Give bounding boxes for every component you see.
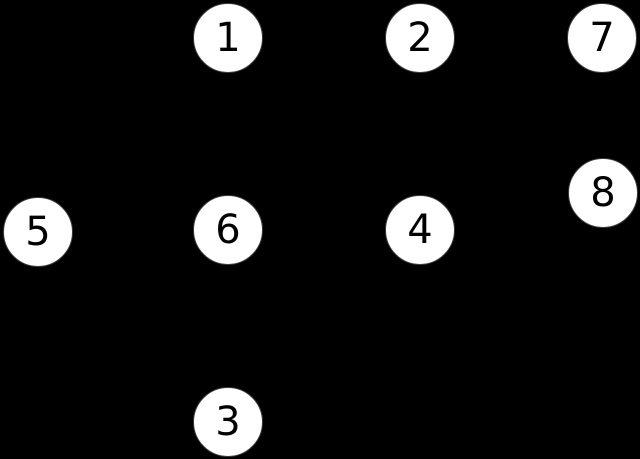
graph-node-label: 5 bbox=[25, 209, 51, 255]
graph-node-8[interactable]: 8 bbox=[568, 158, 638, 228]
graph-node-6[interactable]: 6 bbox=[193, 195, 263, 265]
graph-node-1[interactable]: 1 bbox=[193, 3, 263, 73]
graph-node-label: 7 bbox=[589, 15, 615, 61]
graph-node-label: 3 bbox=[215, 399, 241, 445]
graph-node-5[interactable]: 5 bbox=[3, 197, 73, 267]
graph-node-label: 1 bbox=[215, 15, 241, 61]
graph-node-2[interactable]: 2 bbox=[385, 3, 455, 73]
graph-node-7[interactable]: 7 bbox=[567, 3, 637, 73]
graph-node-label: 6 bbox=[215, 207, 241, 253]
graph-node-label: 2 bbox=[407, 15, 433, 61]
graph-node-label: 4 bbox=[407, 207, 433, 253]
graph-node-3[interactable]: 3 bbox=[193, 387, 263, 457]
graph-node-label: 8 bbox=[590, 170, 616, 216]
graph-node-4[interactable]: 4 bbox=[385, 195, 455, 265]
